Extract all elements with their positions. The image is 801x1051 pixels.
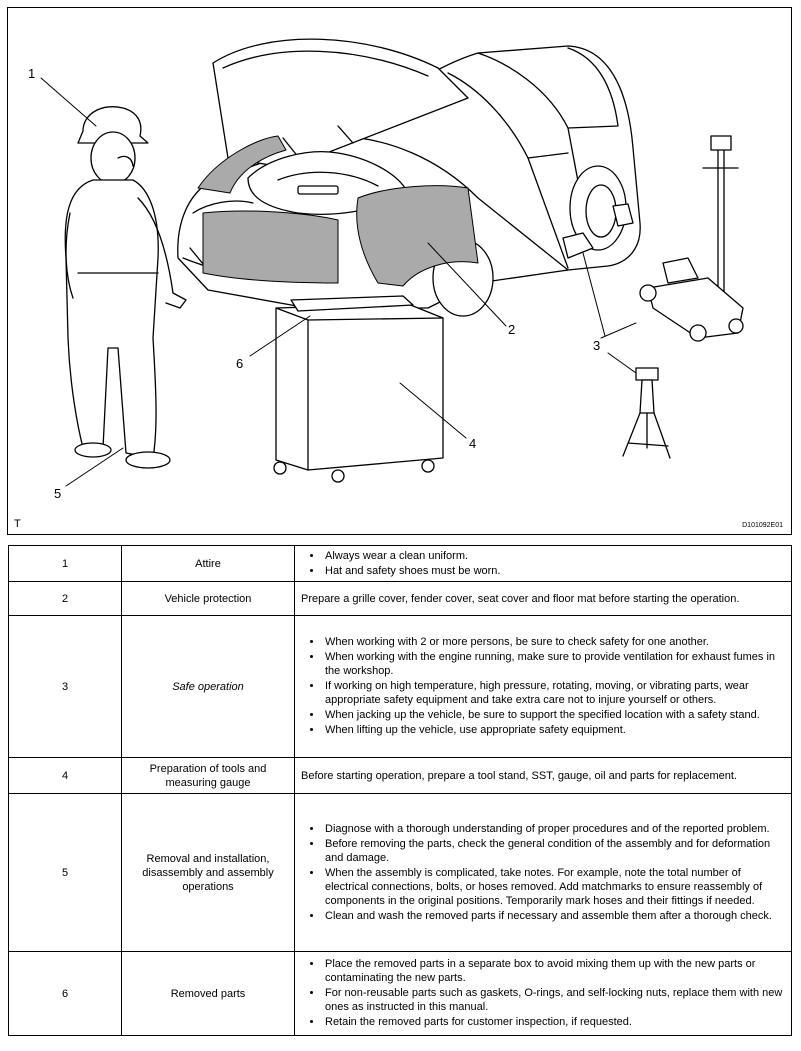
bullet-item: When working with the engine running, ma… bbox=[323, 650, 785, 678]
row-number: 6 bbox=[8, 951, 122, 1036]
bullet-item: Retain the removed parts for customer in… bbox=[323, 1015, 785, 1029]
callout-1: 1 bbox=[28, 66, 35, 81]
callout-2: 2 bbox=[508, 322, 515, 337]
mechanic-figure bbox=[64, 106, 187, 469]
figure-corner-label: T bbox=[14, 518, 21, 530]
row-item: Removal and installation, disassembly an… bbox=[121, 793, 295, 952]
precautions-table: 1 Attire Always wear a clean uniform. Ha… bbox=[8, 545, 792, 1036]
callout-numbers: 1 2 3 4 5 6 bbox=[28, 66, 600, 501]
row-number: 3 bbox=[8, 615, 122, 758]
safety-stand-drawing bbox=[622, 367, 671, 459]
callout-3: 3 bbox=[593, 338, 600, 353]
row-description: Diagnose with a thorough understanding o… bbox=[294, 793, 792, 952]
row-item: Safe operation bbox=[121, 615, 295, 758]
illustration-frame: 1 2 3 4 5 6 T D101092E01 bbox=[7, 7, 792, 535]
bullet-item: Clean and wash the removed parts if nece… bbox=[323, 909, 785, 923]
table-row: 1 Attire Always wear a clean uniform. Ha… bbox=[8, 545, 792, 582]
row-item: Attire bbox=[121, 545, 295, 582]
table-row: 2 Vehicle protection Prepare a grille co… bbox=[8, 581, 792, 616]
table-row: 5 Removal and installation, disassembly … bbox=[8, 793, 792, 952]
row-description: Always wear a clean uniform. Hat and saf… bbox=[294, 545, 792, 582]
row-description: When working with 2 or more persons, be … bbox=[294, 615, 792, 758]
table-row: 3 Safe operation When working with 2 or … bbox=[8, 615, 792, 758]
row-number: 5 bbox=[8, 793, 122, 952]
bullet-item: When the assembly is complicated, take n… bbox=[323, 866, 785, 908]
figure-id: D101092E01 bbox=[742, 522, 783, 529]
protective-covers bbox=[197, 135, 479, 287]
bullet-item: Always wear a clean uniform. bbox=[323, 549, 785, 563]
row-description: Prepare a grille cover, fender cover, se… bbox=[294, 581, 792, 616]
callout-6: 6 bbox=[236, 356, 243, 371]
row-number: 2 bbox=[8, 581, 122, 616]
bullet-item: If working on high temperature, high pre… bbox=[323, 679, 785, 707]
workshop-illustration: 1 2 3 4 5 6 bbox=[28, 38, 744, 501]
callout-leader-lines bbox=[40, 77, 637, 487]
bullet-item: When working with 2 or more persons, be … bbox=[323, 635, 785, 649]
row-number: 4 bbox=[8, 757, 122, 794]
wheel-chocks-drawing bbox=[562, 203, 634, 259]
row-item: Preparation of tools and measuring gauge bbox=[121, 757, 295, 794]
bullet-item: Diagnose with a thorough understanding o… bbox=[323, 822, 785, 836]
bullet-item: Hat and safety shoes must be worn. bbox=[323, 564, 785, 578]
bullet-item: When lifting up the vehicle, use appropr… bbox=[323, 723, 785, 737]
row-description: Before starting operation, prepare a too… bbox=[294, 757, 792, 794]
row-number: 1 bbox=[8, 545, 122, 582]
row-item: Vehicle protection bbox=[121, 581, 295, 616]
callout-5: 5 bbox=[54, 486, 61, 501]
row-description: Place the removed parts in a separate bo… bbox=[294, 951, 792, 1036]
table-row: 6 Removed parts Place the removed parts … bbox=[8, 951, 792, 1036]
floor-jack-drawing bbox=[639, 135, 744, 342]
bullet-item: For non-reusable parts such as gaskets, … bbox=[323, 986, 785, 1014]
bullet-item: When jacking up the vehicle, be sure to … bbox=[323, 708, 785, 722]
row-item: Removed parts bbox=[121, 951, 295, 1036]
callout-4: 4 bbox=[469, 436, 476, 451]
table-row: 4 Preparation of tools and measuring gau… bbox=[8, 757, 792, 794]
bullet-item: Before removing the parts, check the gen… bbox=[323, 837, 785, 865]
bullet-item: Place the removed parts in a separate bo… bbox=[323, 957, 785, 985]
tool-stand-drawing bbox=[273, 295, 444, 483]
